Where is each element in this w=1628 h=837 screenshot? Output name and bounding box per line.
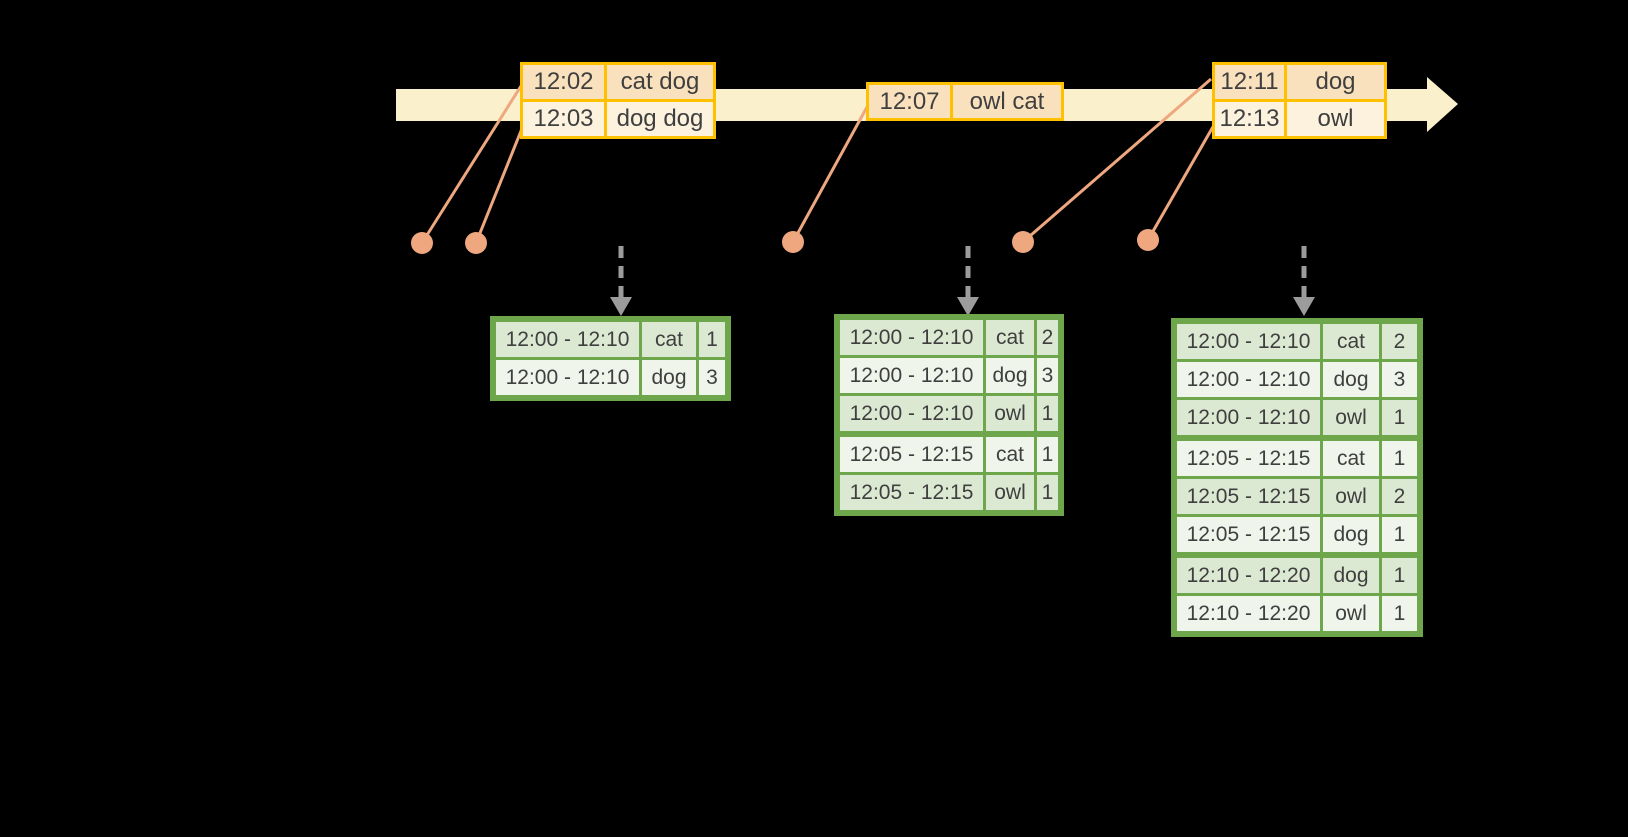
count-cell: 1 [1379, 397, 1420, 441]
event-dot-icon [1012, 231, 1034, 253]
event-words-cell: owl [1284, 99, 1387, 139]
table-row: 12:10 - 12:20 dog 1 [1174, 553, 1420, 596]
event-time-cell: 12:11 [1212, 62, 1287, 102]
table-row: 12:11 dog [1212, 62, 1387, 102]
word-cell: cat [1320, 436, 1382, 479]
table-row: 12:00 - 12:10 dog 3 [837, 355, 1061, 396]
count-cell: 3 [1379, 359, 1420, 400]
event-dot-icon [465, 232, 487, 254]
window-cell: 12:00 - 12:10 [493, 319, 642, 360]
window-cell: 12:00 - 12:10 [493, 357, 642, 398]
result-table-1: 12:00 - 12:10 cat 1 12:00 - 12:10 dog 3 [490, 316, 731, 401]
word-cell: owl [983, 393, 1037, 437]
window-cell: 12:00 - 12:10 [1174, 321, 1323, 362]
event-words-cell: dog [1284, 62, 1387, 102]
trigger-down-arrow-icon [610, 246, 632, 316]
window-cell: 12:05 - 12:15 [837, 472, 986, 513]
table-row: 12:07 owl cat [866, 82, 1064, 121]
event-words-cell: cat dog [604, 62, 716, 102]
table-row: 12:03 dog dog [520, 99, 716, 139]
count-cell: 1 [1034, 432, 1061, 475]
word-cell: cat [983, 432, 1037, 475]
event-connector-line [1146, 124, 1216, 241]
event-time-cell: 12:02 [520, 62, 607, 102]
window-cell: 12:00 - 12:10 [837, 317, 986, 358]
count-cell: 1 [696, 319, 728, 360]
table-row: 12:05 - 12:15 owl 2 [1174, 476, 1420, 517]
event-dot-icon [1137, 229, 1159, 251]
count-cell: 2 [1379, 321, 1420, 362]
count-cell: 1 [1379, 593, 1420, 634]
result-table-2: 12:00 - 12:10 cat 2 12:00 - 12:10 dog 3 … [834, 314, 1064, 516]
word-cell: dog [639, 357, 699, 398]
count-cell: 2 [1034, 317, 1061, 358]
input-table-1: 12:02 cat dog 12:03 dog dog [520, 62, 716, 139]
input-table-3: 12:11 dog 12:13 owl [1212, 62, 1387, 139]
window-cell: 12:05 - 12:15 [1174, 476, 1323, 517]
word-cell: cat [1320, 321, 1382, 362]
table-row: 12:05 - 12:15 owl 1 [837, 472, 1061, 513]
table-row: 12:00 - 12:10 owl 1 [1174, 397, 1420, 441]
table-row: 12:00 - 12:10 dog 3 [493, 357, 728, 398]
count-cell: 1 [1379, 436, 1420, 479]
window-cell: 12:00 - 12:10 [837, 355, 986, 396]
table-row: 12:13 owl [1212, 99, 1387, 139]
table-row: 12:00 - 12:10 dog 3 [1174, 359, 1420, 400]
count-cell: 1 [1034, 472, 1061, 513]
window-cell: 12:05 - 12:15 [1174, 514, 1323, 558]
window-cell: 12:10 - 12:20 [1174, 553, 1323, 596]
event-connector-line [420, 85, 523, 244]
table-row: 12:05 - 12:15 cat 1 [837, 432, 1061, 475]
window-cell: 12:10 - 12:20 [1174, 593, 1323, 634]
table-row: 12:00 - 12:10 cat 1 [493, 319, 728, 360]
trigger-down-arrow-icon [1293, 246, 1315, 316]
event-time-cell: 12:07 [866, 82, 953, 121]
event-time-cell: 12:13 [1212, 99, 1287, 139]
event-words-cell: dog dog [604, 99, 716, 139]
table-row: 12:02 cat dog [520, 62, 716, 102]
count-cell: 3 [1034, 355, 1061, 396]
event-words-cell: owl cat [950, 82, 1064, 121]
table-row: 12:00 - 12:10 cat 2 [837, 317, 1061, 358]
window-cell: 12:05 - 12:15 [1174, 436, 1323, 479]
word-cell: dog [983, 355, 1037, 396]
event-connector-line [474, 125, 525, 244]
table-row: 12:05 - 12:15 cat 1 [1174, 436, 1420, 479]
count-cell: 1 [1034, 393, 1061, 437]
word-cell: owl [1320, 593, 1382, 634]
event-connector-line [1022, 77, 1212, 244]
event-connector-line [791, 106, 869, 243]
trigger-down-arrow-icon [957, 246, 979, 316]
count-cell: 2 [1379, 476, 1420, 517]
word-cell: cat [983, 317, 1037, 358]
window-cell: 12:00 - 12:10 [1174, 359, 1323, 400]
word-cell: dog [1320, 359, 1382, 400]
count-cell: 3 [696, 357, 728, 398]
word-cell: owl [983, 472, 1037, 513]
table-row: 12:00 - 12:10 cat 2 [1174, 321, 1420, 362]
window-cell: 12:05 - 12:15 [837, 432, 986, 475]
count-cell: 1 [1379, 553, 1420, 596]
count-cell: 1 [1379, 514, 1420, 558]
event-time-cell: 12:03 [520, 99, 607, 139]
window-cell: 12:00 - 12:10 [1174, 397, 1323, 441]
event-dot-icon [782, 231, 804, 253]
word-cell: dog [1320, 553, 1382, 596]
word-cell: cat [639, 319, 699, 360]
word-cell: owl [1320, 476, 1382, 517]
event-dot-icon [411, 232, 433, 254]
result-table-3: 12:00 - 12:10 cat 2 12:00 - 12:10 dog 3 … [1171, 318, 1423, 637]
input-table-2: 12:07 owl cat [866, 82, 1064, 121]
word-cell: owl [1320, 397, 1382, 441]
table-row: 12:10 - 12:20 owl 1 [1174, 593, 1420, 634]
table-row: 12:00 - 12:10 owl 1 [837, 393, 1061, 437]
table-row: 12:05 - 12:15 dog 1 [1174, 514, 1420, 558]
window-cell: 12:00 - 12:10 [837, 393, 986, 437]
word-cell: dog [1320, 514, 1382, 558]
